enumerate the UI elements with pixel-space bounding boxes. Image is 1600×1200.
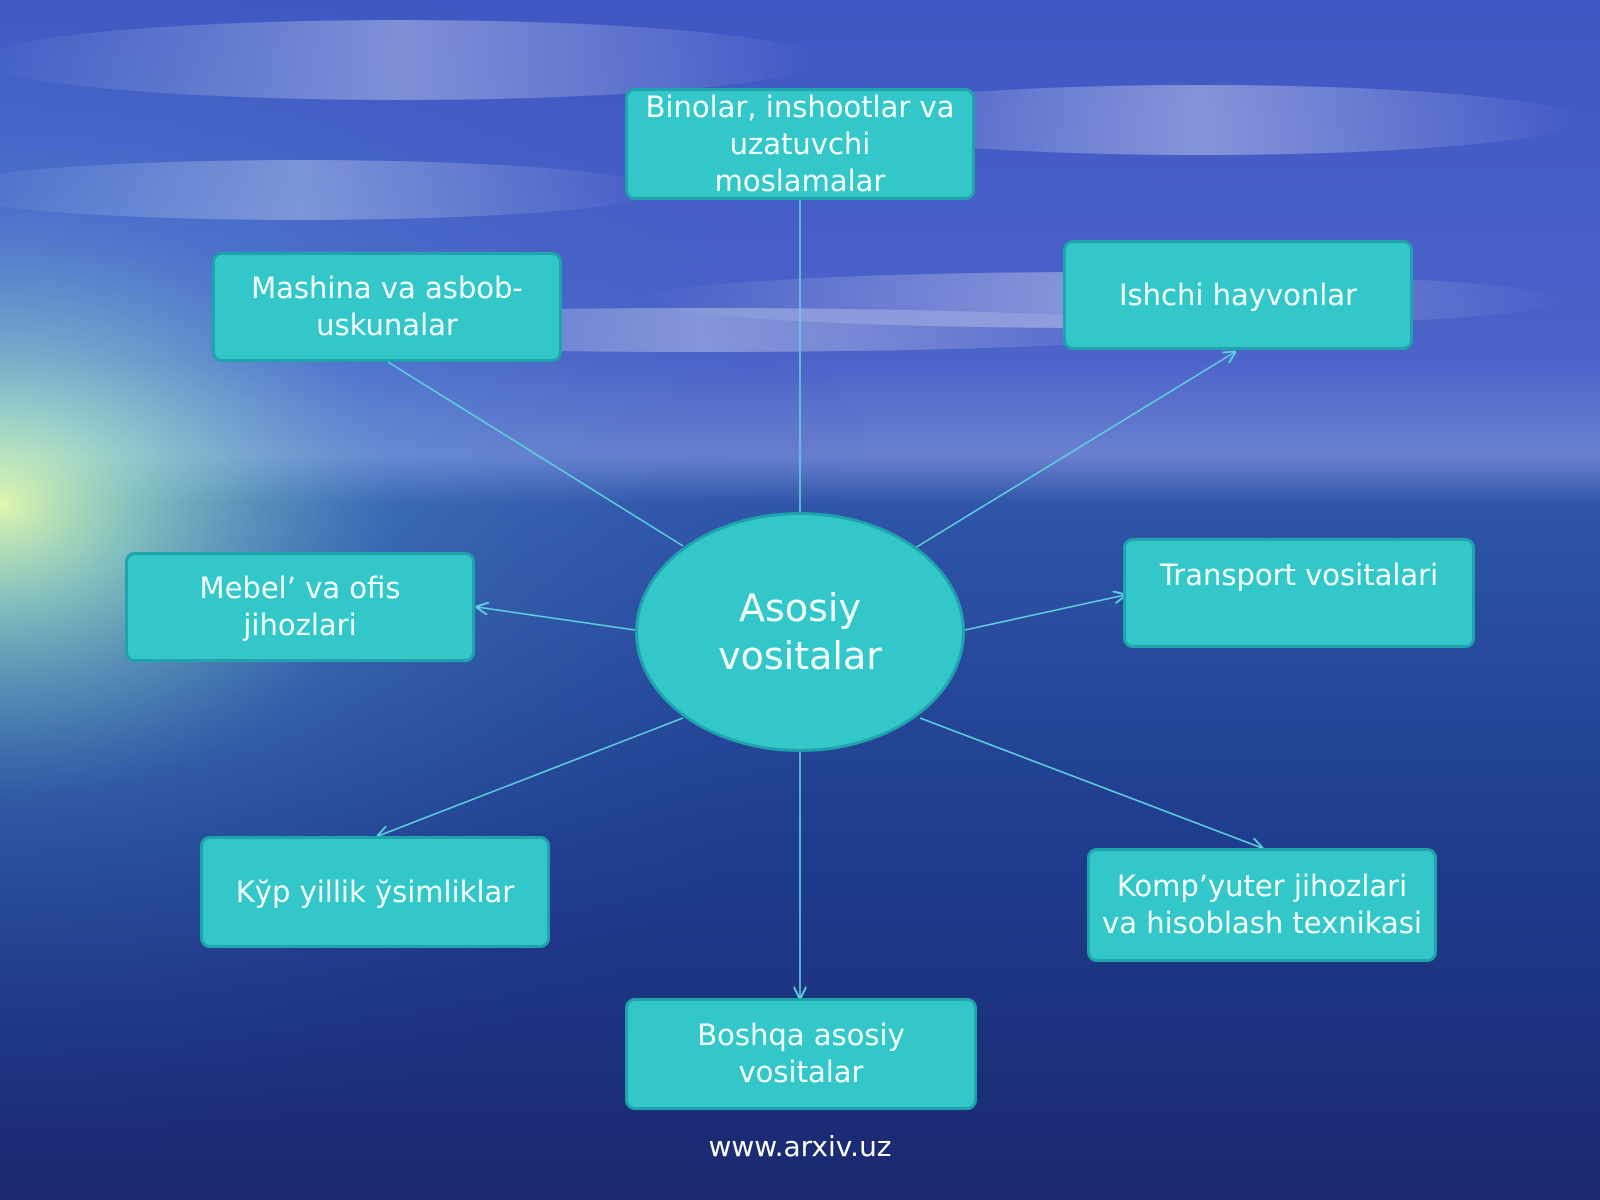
node-transport: Transport vositalari [1123, 538, 1475, 648]
center-label: Asosiy vositalar [718, 586, 882, 678]
node-label: Ishchi hayvonlar [1119, 277, 1357, 312]
center-node: Asosiy vositalar [635, 512, 965, 752]
node-mebel: Mebel’ va ofis jihozlari [125, 552, 475, 662]
node-mashina: Mashina va asbob-uskunalar [212, 252, 562, 362]
node-label: Binolar, inshootlar va uzatuvchi moslama… [645, 89, 955, 198]
node-label: Transport vositalari [1159, 558, 1439, 592]
node-ishchi: Ishchi hayvonlar [1063, 240, 1413, 350]
node-label: Boshqa asosiy vositalar [697, 1018, 905, 1089]
node-kop-yillik: Kўp yillik ўsimliklar [200, 836, 550, 948]
footer-website: www.arxiv.uz [708, 1130, 892, 1163]
node-label: Kўp yillik ўsimliklar [235, 874, 515, 909]
node-label: Mashina va asbob-uskunalar [251, 271, 523, 342]
node-boshqa: Boshqa asosiy vositalar [625, 998, 977, 1110]
node-label: Komp’yuter jihozlari va hisoblash texnik… [1102, 869, 1422, 940]
node-label: Mebel’ va ofis jihozlari [199, 571, 401, 642]
node-binolar: Binolar, inshootlar va uzatuvchi moslama… [625, 88, 975, 200]
node-kompyuter: Komp’yuter jihozlari va hisoblash texnik… [1087, 848, 1437, 962]
